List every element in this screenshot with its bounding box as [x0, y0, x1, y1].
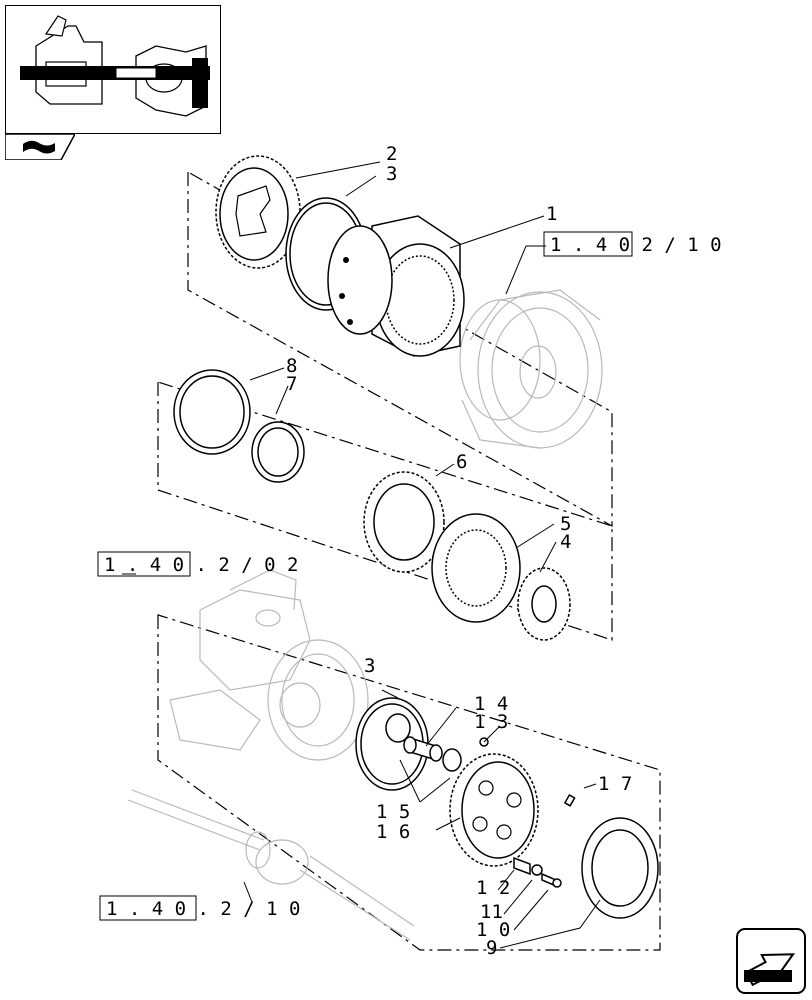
- part-12-pin: [513, 856, 531, 876]
- next-page-arrow-icon: [744, 953, 796, 987]
- callout-7: 7: [286, 373, 297, 395]
- part-10-bolt: [541, 872, 562, 888]
- part-5-plate: [431, 513, 521, 623]
- differential-housing-ghost: [459, 289, 603, 449]
- callout-15: 1 5: [376, 801, 410, 823]
- part-2-gear-disc: [215, 155, 301, 269]
- part-17-pin: [563, 794, 576, 807]
- callout-3-lower: 3: [364, 655, 375, 677]
- reference-left-bottom-text: 1 . 4 0 . 2 / 1 0: [106, 898, 300, 920]
- part-9-cover-plate: [581, 817, 659, 919]
- assembly-group-lower: [157, 614, 661, 951]
- next-page-button[interactable]: [736, 928, 806, 994]
- callout-5: 5: [560, 513, 571, 535]
- drive-shaft-ghost: [127, 789, 415, 941]
- leader-lines: [122, 161, 601, 949]
- callout-6: 6: [456, 451, 467, 473]
- part-7-ring: [251, 421, 305, 483]
- part-1-ring-gear: [327, 215, 465, 357]
- callout-13: 1 3: [474, 711, 508, 733]
- reference-right: 1 . 4 0 2 / 1 0: [543, 231, 722, 257]
- callout-10: 1 0: [476, 919, 510, 941]
- planet-carrier-gear: [449, 753, 539, 867]
- callout-3-upper: 3: [386, 163, 397, 185]
- part-6-friction-disc: [363, 471, 445, 573]
- part-4-small-gear: [517, 567, 571, 641]
- callout-2: 2: [386, 143, 397, 165]
- assembly-group-middle: [157, 381, 613, 641]
- thumbnail-tab: [4, 133, 77, 161]
- callout-1: 1: [546, 203, 557, 225]
- steering-knuckle-ghost: [169, 569, 369, 761]
- part-8-ring: [173, 369, 251, 455]
- reference-left-mid: 1 . 4 0 . 2 / 0 2: [97, 551, 298, 577]
- callout-14: 1 4: [474, 693, 508, 715]
- reference-right-text: 1 . 4 0 2 / 1 0: [550, 234, 722, 256]
- part-11-washer: [531, 864, 543, 876]
- assembly-group-upper: [187, 170, 613, 528]
- callout-11: 11: [480, 901, 503, 923]
- callout-12: 1 2: [476, 877, 510, 899]
- callout-8: 8: [286, 355, 297, 377]
- callout-labels: 2 3 1 8 7 6 5 4 3 1 4 1 3 1 5 1 6 1 7 1 …: [286, 143, 632, 959]
- axle-overview-thumbnail: [5, 5, 221, 134]
- reference-left-bottom: 1 . 4 0 . 2 / 1 0: [99, 895, 300, 921]
- callout-4: 4: [560, 531, 571, 553]
- part-15-washer: [385, 713, 411, 743]
- callout-9: 9: [486, 937, 497, 959]
- callout-16: 1 6: [376, 821, 410, 843]
- part-14-pin: [403, 736, 443, 762]
- axle-overview-thumbnail-icon: [20, 15, 210, 117]
- reference-left-mid-text: 1 . 4 0 . 2 / 0 2: [104, 554, 298, 576]
- callout-17: 1 7: [598, 773, 632, 795]
- part-16-washer: [442, 748, 462, 772]
